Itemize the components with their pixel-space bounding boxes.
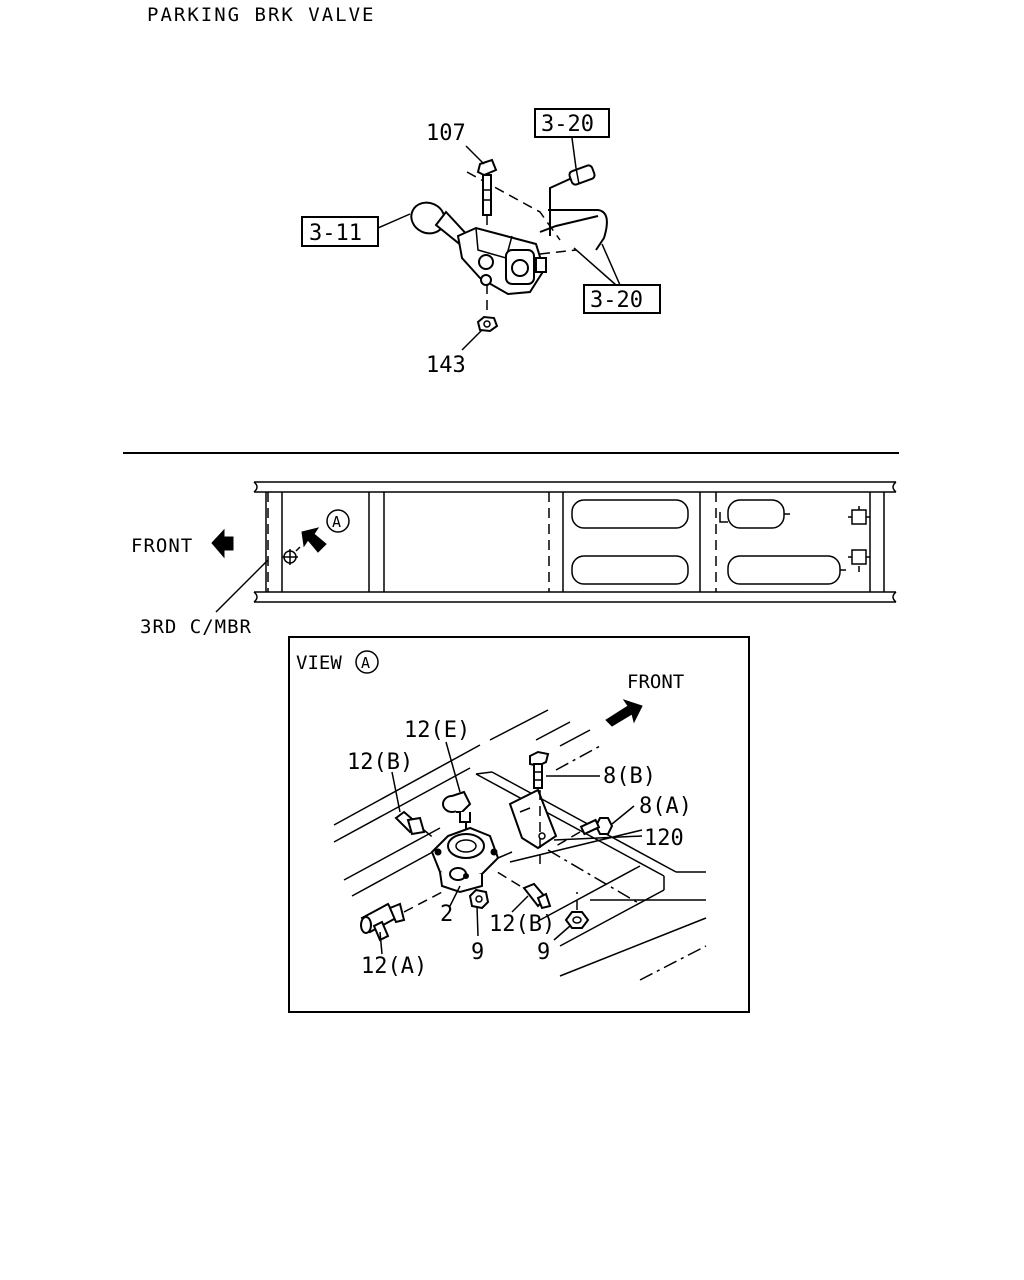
- air-tank-3-icon: [727, 499, 785, 529]
- chassis-front-label: FRONT: [131, 535, 193, 557]
- leader-12e: [445, 741, 461, 793]
- bolt-8a-icon: [555, 817, 614, 847]
- tee-fitting-12a-icon: [360, 889, 447, 942]
- air-tank-4-icon: [727, 555, 841, 585]
- fitting-12e-icon: [442, 790, 472, 823]
- bracket-120-icon: [508, 788, 558, 866]
- leader-143: [461, 329, 483, 351]
- nut-9-left-icon: [468, 888, 490, 910]
- callout-12b-lower: 12(B): [489, 912, 555, 937]
- leader-9-left: [476, 905, 479, 937]
- detail-frame-lines: [333, 709, 707, 981]
- callout-8a: 8(A): [639, 794, 692, 819]
- frame-valve-right-upper-icon: [848, 506, 870, 525]
- fitting-12b-lower-icon: [493, 869, 552, 910]
- frame-valve-left-icon: [282, 546, 301, 565]
- callout-120: 120: [644, 826, 684, 851]
- pipe-dashed-lower: [539, 249, 577, 255]
- fitting-12b-upper-icon: [394, 810, 437, 841]
- nut-143-icon: [476, 284, 499, 333]
- pipe-to-connector: [549, 177, 573, 236]
- bolt-8b-icon: [529, 750, 550, 789]
- view-a-marker-circle: [326, 509, 350, 533]
- leader-9-right: [553, 925, 571, 941]
- detail-front-label: FRONT: [627, 671, 684, 693]
- front-arrow-icon: [211, 528, 234, 559]
- callout-143: 143: [426, 353, 466, 378]
- top-view-assembly: 107 3-20 3-11 3-20 143: [301, 108, 661, 378]
- leader-3-20-bottom-a: [573, 247, 617, 286]
- pipe-connector-icon: [568, 164, 596, 186]
- callout-3-20-top: 3-20: [541, 112, 594, 137]
- detail-view-frame: [288, 636, 750, 1013]
- detail-view-marker-circle: [355, 650, 379, 674]
- callout-8b: 8(B): [603, 764, 656, 789]
- hand-valve-body-icon: [456, 226, 547, 296]
- callout-107: 107: [426, 121, 466, 146]
- diagram-title: PARKING BRK VALVE: [147, 4, 375, 26]
- chassis-view-marker: A: [332, 513, 341, 531]
- leader-12a: [379, 931, 383, 955]
- air-tank-2-icon: [571, 555, 689, 585]
- callout-12a: 12(A): [361, 954, 427, 979]
- leader-8a: [611, 805, 635, 825]
- nut-9-right-icon: [564, 892, 590, 929]
- detail-front-arrow-icon: [605, 699, 643, 727]
- leader-3-20-bottom-b: [601, 243, 621, 286]
- chassis-frame-view: FRONT A 3RD C/MBR: [131, 481, 897, 638]
- callout-9-left: 9: [471, 940, 484, 965]
- view-a-arrow-icon: [301, 527, 327, 553]
- leader-3rd-cmbr: [215, 559, 269, 613]
- bolt-107-icon: [476, 158, 498, 245]
- leader-12b-upper: [391, 771, 401, 813]
- air-tank-1-icon: [571, 499, 689, 529]
- callout-9-right: 9: [537, 940, 550, 965]
- detail-view-label: VIEW: [296, 652, 342, 674]
- callout-12e: 12(E): [404, 718, 470, 743]
- leader-107: [465, 145, 485, 165]
- leader-120-a: [553, 835, 643, 841]
- ref-box-3-11: [301, 216, 379, 247]
- ref-box-3-20-bottom: [583, 284, 661, 314]
- callout-12b-upper: 12(B): [347, 750, 413, 775]
- leader-2: [449, 885, 461, 907]
- leader-3-20-top: [571, 137, 577, 169]
- detail-view-marker: A: [361, 654, 370, 672]
- relay-valve-2-icon: [430, 816, 513, 894]
- callout-2: 2: [440, 902, 453, 927]
- crossmember-label: 3RD C/MBR: [140, 616, 252, 638]
- ref-box-3-20-top: [534, 108, 610, 138]
- callout-3-11: 3-11: [309, 221, 362, 246]
- pipe-solid-upper: [548, 209, 608, 251]
- frame-valve-right-lower-icon: [848, 549, 870, 572]
- pipe-dashed: [466, 171, 561, 241]
- detail-view-a: VIEW A FRONT: [288, 636, 750, 1013]
- leader-120-b: [509, 829, 643, 863]
- pipe-solid-lower: [539, 215, 599, 233]
- leader-12b-lower: [511, 895, 529, 913]
- callout-3-20-bottom: 3-20: [590, 288, 643, 313]
- leader-3-11: [377, 213, 411, 229]
